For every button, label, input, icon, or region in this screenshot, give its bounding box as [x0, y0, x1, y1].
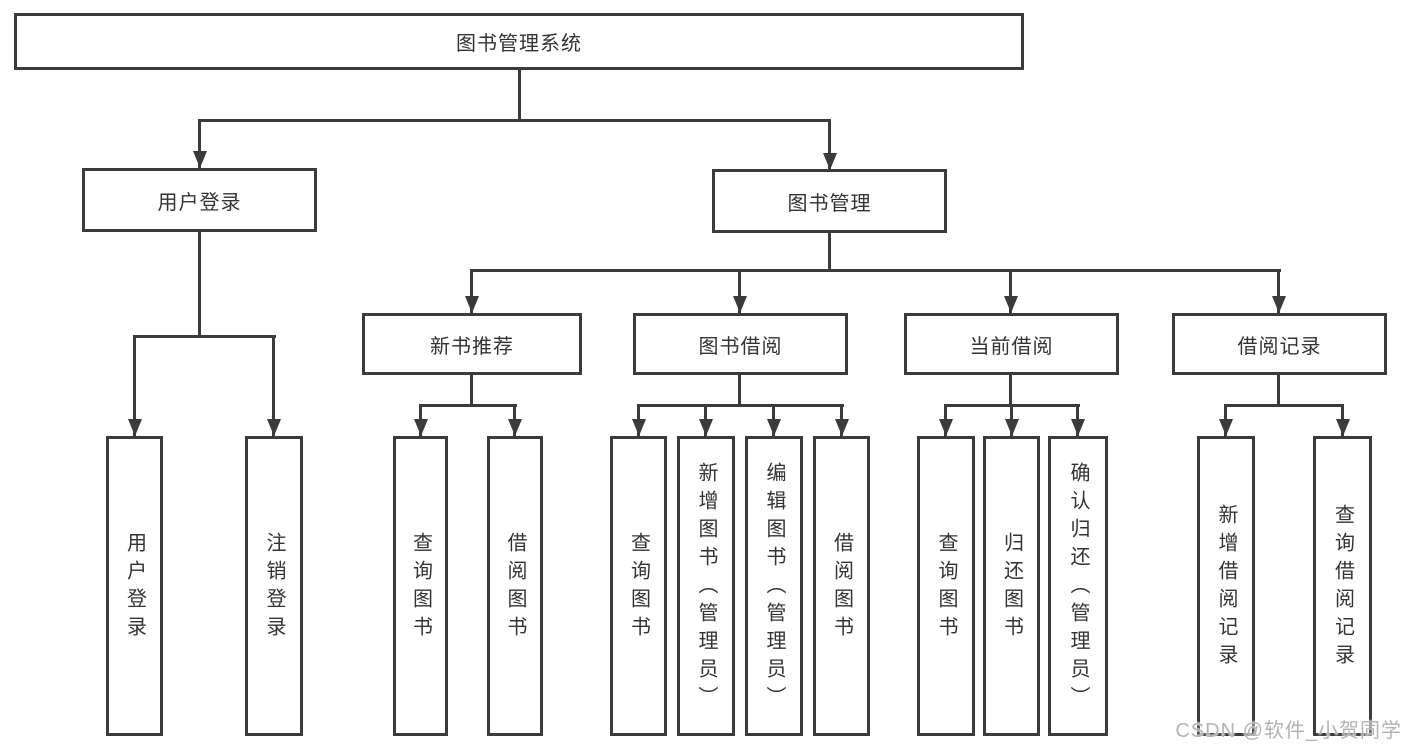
connector-arrow-query-book-1 — [419, 404, 422, 436]
node-borrow-records: 借阅记录 — [1172, 313, 1387, 375]
leaf-query-book-1: 查询图书 — [393, 436, 448, 736]
node-book-management: 图书管理 — [712, 169, 947, 233]
connector-arrow-return-book — [1010, 404, 1013, 436]
connector-arrow-query-book-3 — [944, 404, 947, 436]
connector-arrow-book-borrow — [738, 269, 741, 313]
connector-arrow-query-record — [1341, 404, 1344, 436]
connector-root-split — [198, 119, 831, 122]
connector-book-borrow-stem — [738, 375, 741, 407]
connector-user-login-stem — [198, 232, 201, 338]
connector-new-book-split — [419, 404, 517, 407]
csdn-watermark: CSDN @软件_小贺同学 — [1175, 720, 1402, 742]
connector-book-borrow-split — [637, 404, 844, 407]
leaf-confirm-return-admin: 确认归还（管理员） — [1048, 436, 1108, 736]
node-book-borrow: 图书借阅 — [633, 313, 848, 375]
connector-arrow-borrow-book-2 — [840, 404, 843, 436]
connector-arrow-query-book-2 — [637, 404, 640, 436]
connector-borrow-record-split — [1224, 404, 1344, 407]
node-user-login: 用户登录 — [82, 168, 317, 232]
connector-arrow-add-record — [1224, 404, 1227, 436]
leaf-query-borrow-record: 查询借阅记录 — [1313, 436, 1372, 736]
connector-arrow-current-borrow — [1009, 269, 1012, 313]
leaf-query-book-3: 查询图书 — [917, 436, 975, 736]
connector-new-book-stem — [470, 375, 473, 407]
leaf-borrow-book-1: 借阅图书 — [487, 436, 543, 736]
node-current-borrow: 当前借阅 — [904, 313, 1119, 375]
connector-current-borrow-stem — [1009, 375, 1012, 407]
leaf-add-borrow-record: 新增借阅记录 — [1197, 436, 1255, 736]
connector-arrow-borrow-book-1 — [513, 404, 516, 436]
leaf-user-login: 用户登录 — [106, 436, 163, 736]
connector-user-login-split — [133, 335, 276, 338]
leaf-add-book-admin: 新增图书（管理员） — [677, 436, 735, 736]
leaf-edit-book-admin: 编辑图书（管理员） — [745, 436, 803, 736]
leaf-logout-login: 注销登录 — [245, 436, 303, 736]
connector-arrow-leaf-logout — [272, 335, 275, 436]
connector-arrow-borrow-record — [1277, 269, 1280, 313]
connector-arrow-edit-book — [772, 404, 775, 436]
connector-borrow-record-stem — [1277, 375, 1280, 407]
connector-arrow-new-book — [470, 269, 473, 313]
connector-arrow-user-login — [198, 119, 201, 168]
leaf-borrow-book-2: 借阅图书 — [813, 436, 870, 736]
connector-arrow-add-book — [704, 404, 707, 436]
node-new-book-recommend: 新书推荐 — [362, 313, 582, 375]
leaf-return-book: 归还图书 — [983, 436, 1040, 736]
node-library-system: 图书管理系统 — [14, 13, 1024, 70]
connector-arrow-book-mgmt — [828, 119, 831, 170]
connector-arrow-confirm-return — [1076, 404, 1079, 436]
connector-root-stem — [518, 69, 521, 122]
leaf-query-book-2: 查询图书 — [610, 436, 667, 736]
connector-book-mgmt-split — [470, 269, 1281, 272]
connector-book-mgmt-stem — [828, 233, 831, 272]
connector-arrow-leaf-user-login — [133, 335, 136, 436]
